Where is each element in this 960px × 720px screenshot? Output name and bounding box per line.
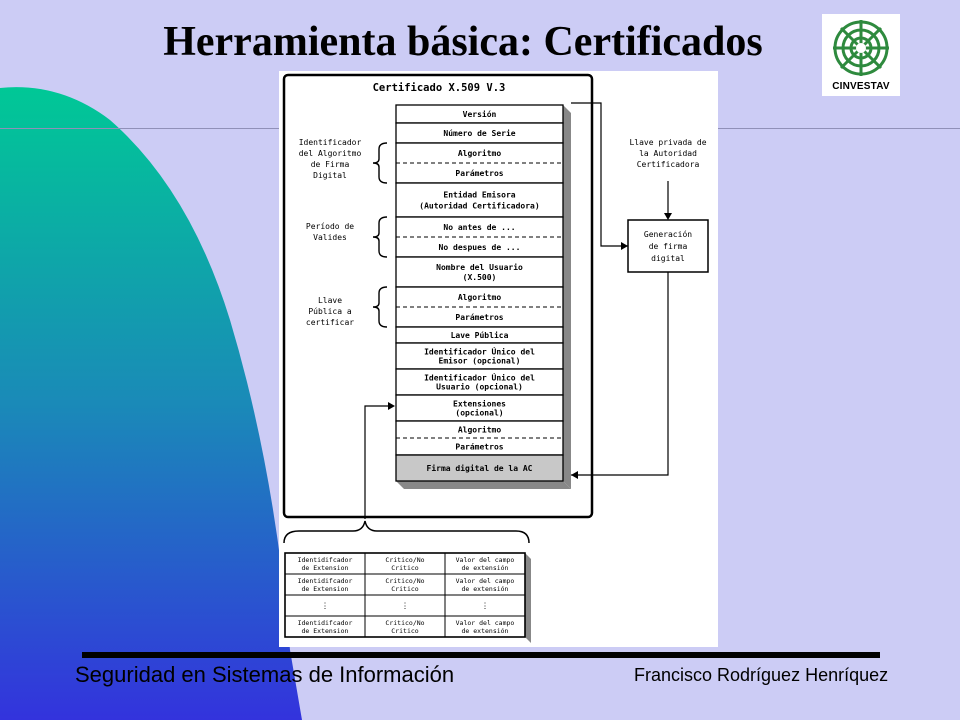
field-label: (Autoridad Certificadora) [419,201,539,211]
group-label: Llave [318,296,342,305]
field-box [395,342,564,370]
field-label: Usuario (opcional) [436,381,523,391]
field-label: Firma digital de la AC [427,463,533,473]
group-brace [372,216,388,258]
table-cell-text: de extensión [462,627,509,635]
table-cell-text: de extensión [462,585,509,593]
group-label: Valides [313,233,347,242]
table-cell-text: de extensión [462,564,509,572]
field-groups: Identificador del Algoritmo de FirmaDigita… [299,138,388,328]
signature-generation-text: Generación de firma digital [644,229,692,263]
field-box [395,420,564,456]
field-label: Parámetros [455,443,503,452]
table-cell-text: Critico [391,585,418,593]
field-label: No antes de ... [443,223,515,232]
group-label: Digital [313,171,347,180]
field-label: Identificador Único del [424,346,535,357]
table-cell-text: ⋮ [321,602,329,611]
table-cell-text: ⋮ [481,602,489,611]
arrow-heads [388,213,672,479]
field-label: (opcional) [455,407,503,417]
table-cell-text: Identidifcador [298,556,353,564]
table-cell-text: Identidifcador [298,619,353,627]
table-cell-text: Critico/No [385,577,424,585]
table-cell-text: de Extension [302,627,349,635]
group-label: certificar [306,318,354,327]
field-label: Extensiones [453,399,506,409]
table-cell-text: Critico [391,564,418,572]
field-box [395,454,564,482]
field-label: Algoritmo [458,425,502,435]
process-box-line: digital [651,254,685,263]
author-name: Francisco Rodríguez Henríquez [634,665,889,685]
stack-shadow-bottom [396,481,571,489]
field-label: Nombre del Usuario [436,262,523,272]
group-label: de Firma [311,160,350,169]
field-label: Algoritmo [458,148,502,158]
table-cell-text: Identidifcador [298,577,353,585]
field-label: Identificador Único del [424,372,535,383]
field-label: Parámetros [455,313,503,322]
table-cell-text: Valor del campo [456,577,515,585]
extension-brace [283,520,530,544]
private-key-text: Llave privada de [629,138,706,147]
diagram-heading: Certificado X.509 V.3 [373,82,506,94]
private-key-label: Llave privada de la AutoridadCertificador… [629,138,706,169]
flow-arrows [364,102,669,519]
field-label: Emisor (opcional) [439,355,521,365]
table-shadow [525,553,531,643]
cinvestav-logo: CINVESTAV [822,14,900,96]
table-cell-text: Critico [391,627,418,635]
field-label: (X.500) [463,273,497,282]
process-box-line: de firma [649,242,688,251]
course-name: Seguridad en Sistemas de Información [75,662,455,687]
table-cell-text: de Extension [302,585,349,593]
field-label: Versión [463,109,497,119]
field-label: Lave Pública [451,330,509,340]
stack-shadow [563,105,571,489]
private-key-text: Certificadora [637,160,700,169]
group-label: Pública a [308,307,352,316]
group-brace [372,286,388,328]
table-cell-text: de Extension [302,564,349,572]
slide-title: Herramienta básica: Certificados [163,19,763,65]
group-brace [372,142,388,184]
group-label: Identificador [299,138,362,147]
table-cell-text: Critico/No [385,619,424,627]
logo-text: CINVESTAV [832,81,890,92]
table-cell-text: Critico/No [385,556,424,564]
field-label: Algoritmo [458,292,502,302]
field-label: Entidad Emisora [443,189,515,199]
footer-divider [82,652,880,658]
certificate-frame [282,73,594,519]
field-label: No despues de ... [439,243,521,252]
table-cell-text: Valor del campo [456,619,515,627]
signature-generation-box [627,219,709,273]
field-box [395,368,564,396]
table-border [284,552,526,638]
table-cell-text: Valor del campo [456,556,515,564]
field-label: Número de Serie [443,128,515,138]
field-box [395,182,564,218]
process-box-line: Generación [644,229,692,239]
private-key-text: la Autoridad [639,149,697,158]
group-label: del Algoritmo [299,149,362,158]
group-label: Período de [306,222,354,231]
field-label: Parámetros [455,169,503,178]
table-cell-text: ⋮ [401,602,409,611]
field-box [395,256,564,288]
